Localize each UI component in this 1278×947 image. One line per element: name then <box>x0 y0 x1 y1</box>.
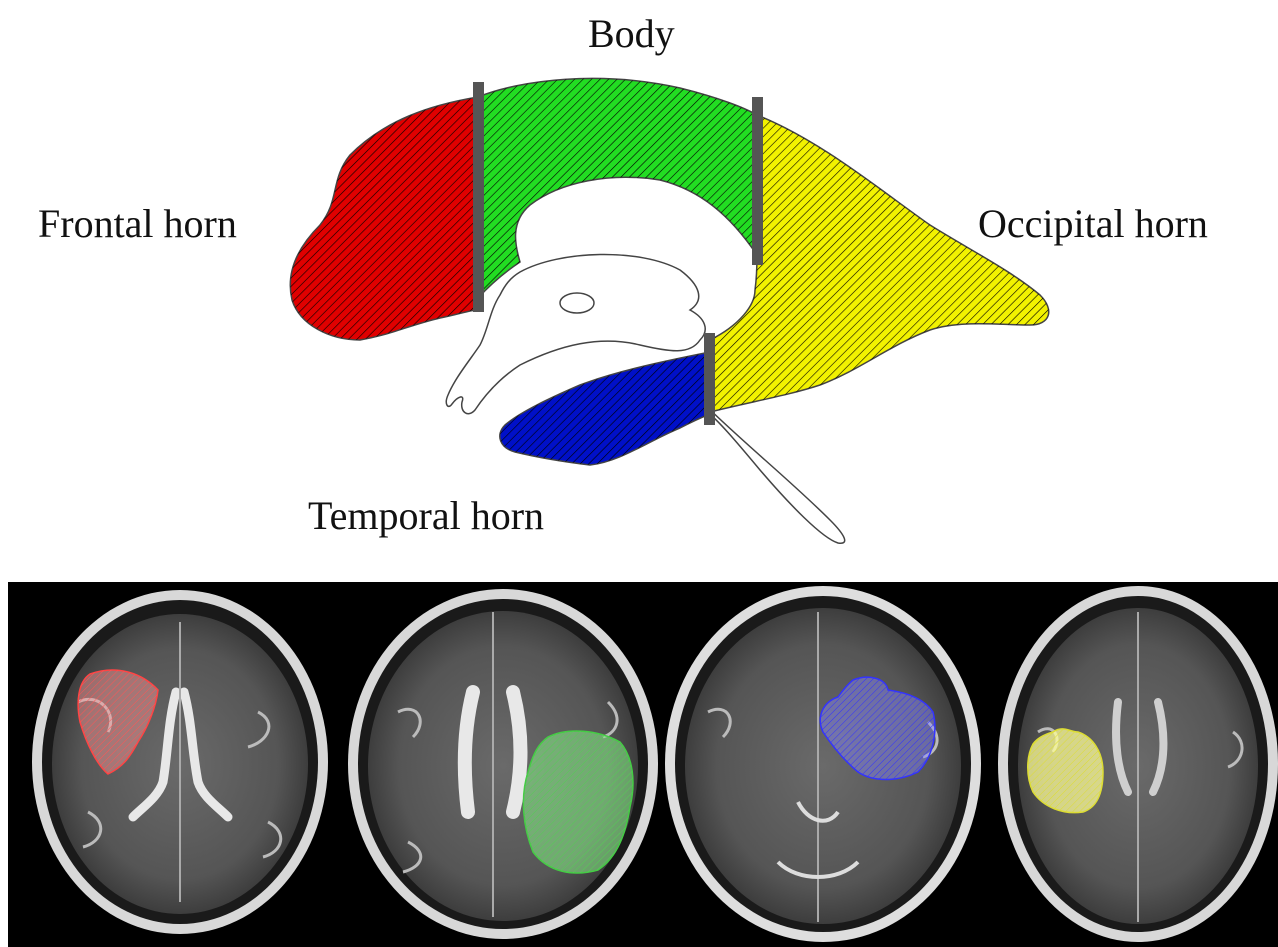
temporal-horn-hatch <box>500 352 710 465</box>
ventricle-diagram: Body Frontal horn Occipital horn Tempora… <box>0 0 1278 580</box>
frontal-horn-region <box>290 97 478 340</box>
mri-panel-frontal <box>32 590 328 934</box>
mri-panel-temporal <box>665 586 981 942</box>
mri-strip <box>8 582 1278 947</box>
divider-body-occipital <box>752 97 763 265</box>
divider-occipital-temporal <box>704 333 715 425</box>
label-frontal-horn: Frontal horn <box>38 200 237 247</box>
mri-svg <box>8 582 1278 947</box>
fornix-tail-outline <box>700 400 845 543</box>
mri-panel-occipital <box>998 586 1278 942</box>
label-occipital-horn: Occipital horn <box>978 200 1208 247</box>
ventricle-svg <box>0 0 1278 580</box>
temporal-horn-region <box>500 352 710 465</box>
mri-panel-body <box>348 589 658 939</box>
label-temporal-horn: Temporal horn <box>308 492 544 539</box>
divider-frontal-body <box>473 82 484 312</box>
frontal-horn-hatch <box>290 97 478 340</box>
massa-intermedia <box>560 293 594 313</box>
label-body: Body <box>588 10 675 57</box>
